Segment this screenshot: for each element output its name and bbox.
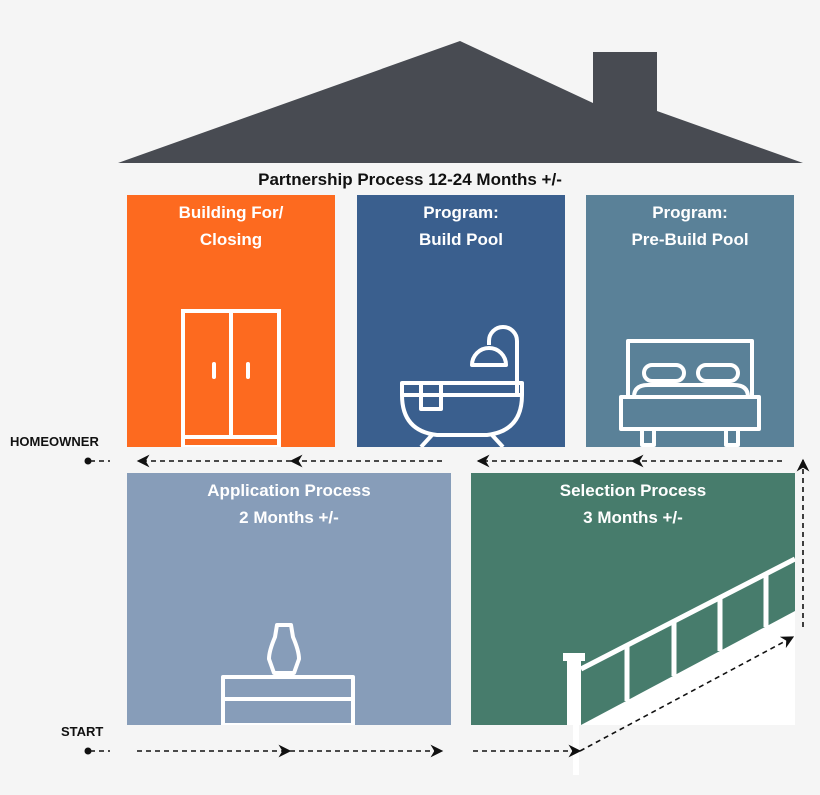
bed-icon	[619, 339, 761, 447]
homeowner-label: HOMEOWNER	[10, 434, 99, 449]
homeowner-dot	[84, 457, 92, 465]
room-title: Building For/ Closing	[178, 203, 284, 249]
wardrobe-icon	[181, 309, 281, 447]
room-application: Application Process 2 Months +/-	[127, 473, 451, 725]
start-dot	[84, 747, 92, 755]
nightstand-lamp-icon	[221, 623, 355, 725]
start-label: START	[61, 724, 104, 739]
room-title: Program: Build Pool	[418, 203, 504, 249]
room-building-closing: Building For/ Closing	[127, 195, 335, 447]
room-title: Program: Pre-Build Pool	[631, 203, 749, 249]
roof-icon	[118, 41, 803, 163]
room-selection: Selection Process 3 Months +/-	[471, 473, 795, 725]
arrow-stairs	[579, 636, 795, 752]
room-title: Application Process 2 Months +/-	[207, 481, 371, 527]
room-build-pool: Program: Build Pool	[357, 195, 565, 447]
staircase-railing-icon	[563, 556, 795, 725]
bathtub-icon	[400, 325, 524, 447]
room-title: Selection Process 3 Months +/-	[559, 481, 707, 527]
room-pre-build-pool: Program: Pre-Build Pool	[586, 195, 794, 447]
page-title: Partnership Process 12-24 Months +/-	[258, 170, 562, 189]
